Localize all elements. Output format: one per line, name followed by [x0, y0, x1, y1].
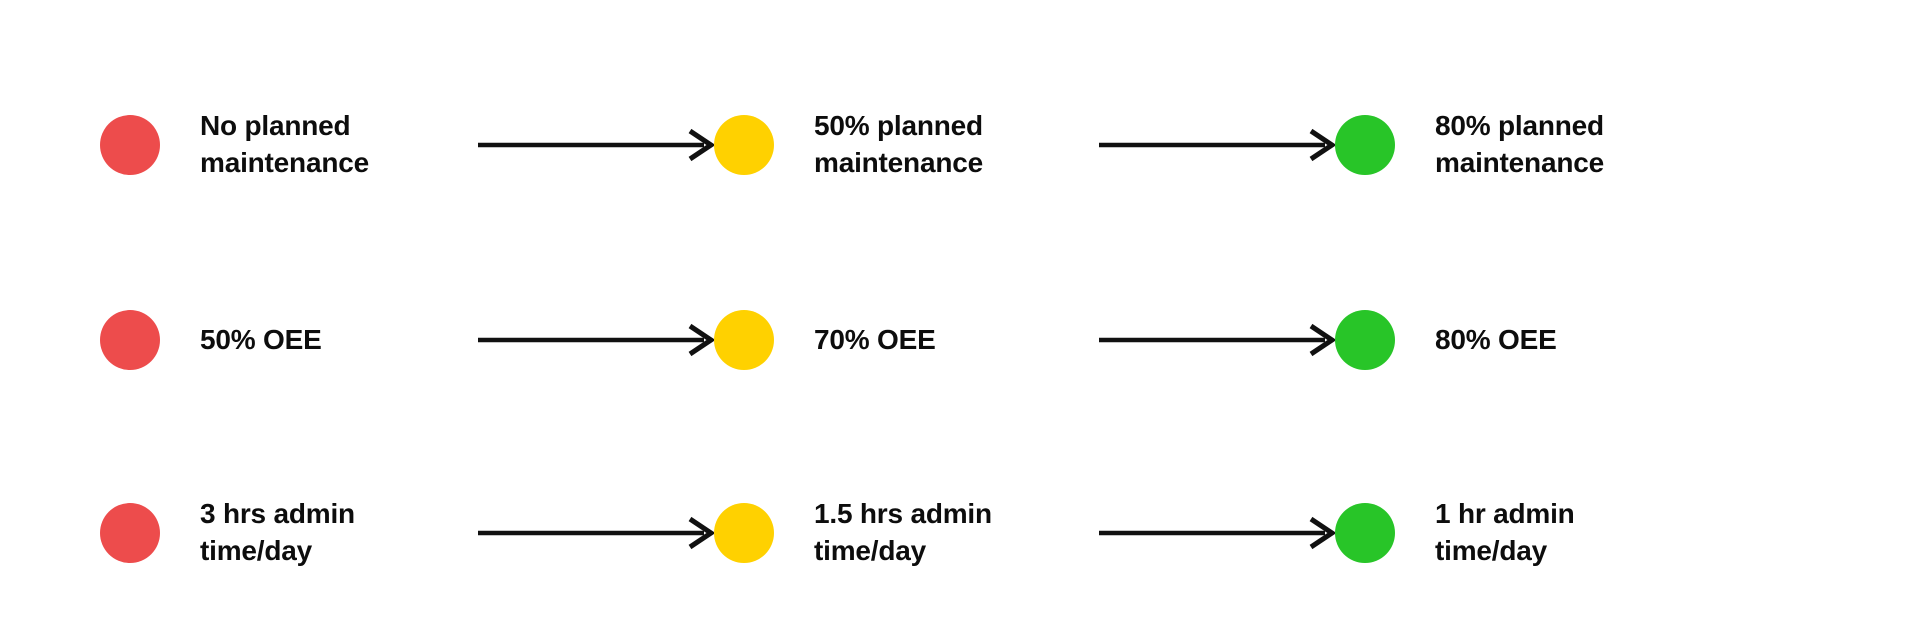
- arrow-right-icon: [1099, 513, 1335, 553]
- stage-oee-green: 80% OEE: [1335, 310, 1715, 370]
- arrow-right-icon: [478, 513, 714, 553]
- progression-row-planned-maintenance: No planned maintenance 50% planned maint…: [0, 0, 1920, 250]
- status-dot-red: [100, 310, 160, 370]
- stage-oee-red: 50% OEE: [100, 310, 478, 370]
- stage-label: 50% planned maintenance: [814, 110, 983, 178]
- stage-label: 80% planned maintenance: [1435, 110, 1604, 178]
- arrow-right-icon: [478, 125, 714, 165]
- status-dot-green: [1335, 115, 1395, 175]
- status-dot-green: [1335, 503, 1395, 563]
- status-dot-green: [1335, 310, 1395, 370]
- arrow-right-icon: [1099, 125, 1335, 165]
- stage-admin-time-green: 1 hr admin time/day: [1335, 496, 1715, 570]
- status-dot-yellow: [714, 115, 774, 175]
- stage-admin-time-yellow: 1.5 hrs admin time/day: [714, 496, 1099, 570]
- progression-row-admin-time: 3 hrs admin time/day 1.5 hrs admin time/…: [0, 430, 1920, 636]
- stage-admin-time-red: 3 hrs admin time/day: [100, 496, 478, 570]
- status-dot-yellow: [714, 503, 774, 563]
- status-dot-yellow: [714, 310, 774, 370]
- stage-label: 3 hrs admin time/day: [200, 498, 355, 566]
- arrow-right-icon: [478, 320, 714, 360]
- stage-label: 1.5 hrs admin time/day: [814, 498, 992, 566]
- stage-label: 50% OEE: [200, 323, 322, 355]
- status-dot-red: [100, 115, 160, 175]
- arrow-right-icon: [1099, 320, 1335, 360]
- stage-planned-maintenance-yellow: 50% planned maintenance: [714, 108, 1099, 182]
- stage-label: 1 hr admin time/day: [1435, 498, 1575, 566]
- stage-planned-maintenance-red: No planned maintenance: [100, 108, 478, 182]
- stage-label: 80% OEE: [1435, 323, 1557, 355]
- stage-label: 70% OEE: [814, 323, 936, 355]
- stage-label: No planned maintenance: [200, 110, 369, 178]
- stage-planned-maintenance-green: 80% planned maintenance: [1335, 108, 1715, 182]
- stage-oee-yellow: 70% OEE: [714, 310, 1099, 370]
- status-dot-red: [100, 503, 160, 563]
- progression-row-oee: 50% OEE 70% OEE 80% OEE: [0, 250, 1920, 430]
